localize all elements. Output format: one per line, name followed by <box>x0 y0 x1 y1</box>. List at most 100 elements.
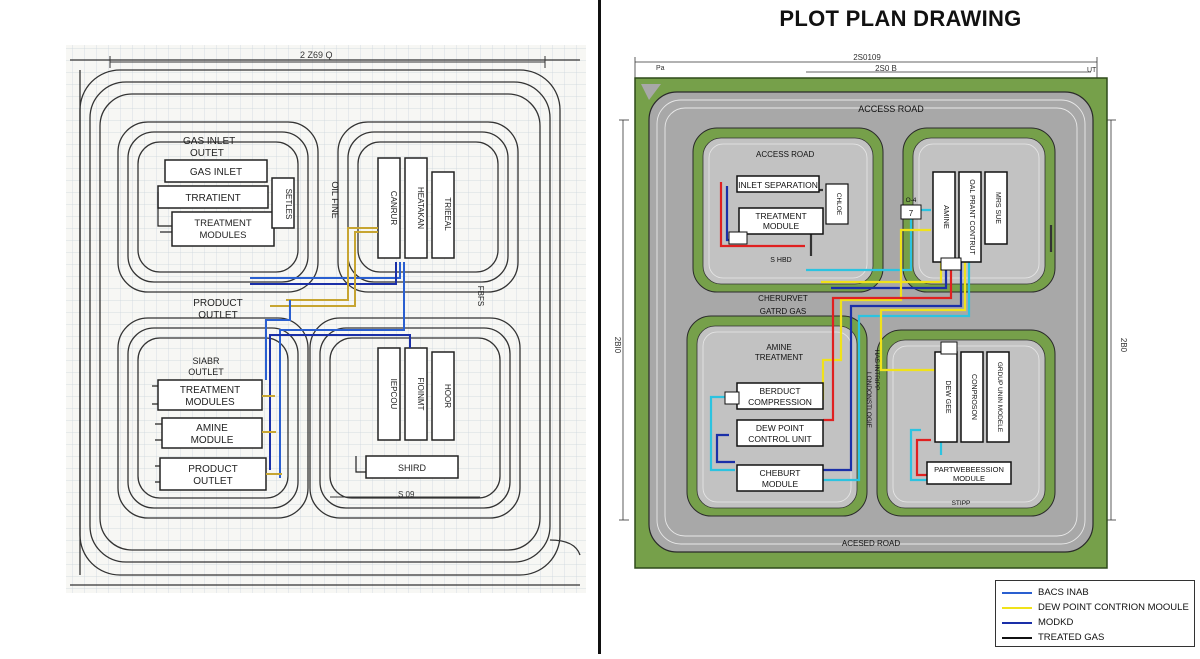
sketch-drawing: 2 Z69 Q S 09 <box>66 45 586 593</box>
conproson-label: CONPROSON <box>970 374 977 420</box>
sketch-tower-label-4: FBFS <box>476 286 485 306</box>
sketch-label-gas-inlet-1: GAS INLET <box>183 136 235 147</box>
plot-plan-drawing: 2S0109 2S0 B Pa UT 2BI0 2B0 ACCESS ROAD … <box>613 53 1128 569</box>
pad-inner-lines <box>702 143 1040 503</box>
plan-dim-small-left: Pa <box>656 65 665 72</box>
sketch-label-shird: SHIRD <box>398 463 427 473</box>
inlet-separation-box <box>736 175 820 193</box>
sketch-label-treatment-2: TREATMENT <box>180 385 240 396</box>
cheburt-module-box <box>736 464 824 492</box>
plan-dim-left: 2BI0 <box>613 337 622 354</box>
gated-gas-label: GATRD GAS <box>760 307 807 316</box>
treatment-module-label-2: MODULE <box>763 221 800 231</box>
treatment-module-box <box>738 207 824 235</box>
partwebeession-label-2: MODULE <box>953 474 985 483</box>
compression-label-2: COMPRESSION <box>748 397 812 407</box>
pump-box-nw <box>728 231 748 245</box>
sketch-label-product: PRODUCT <box>193 298 242 309</box>
cheburt-label-2: MODULE <box>762 479 799 489</box>
dew-point-box <box>736 419 824 447</box>
page-title: PLOT PLAN DRAWING <box>779 6 1022 31</box>
legend-label: DEW POINT CONTRION MOOULE <box>1038 602 1189 613</box>
legend-swatch <box>1002 591 1032 594</box>
cherurvet-label: CHERURVET <box>758 294 808 303</box>
cheburt-label-1: CHEBURT <box>760 468 801 478</box>
legend-item: MODKD <box>1002 615 1188 630</box>
small-vessel-label: CHLOE <box>835 193 842 216</box>
legend-label: BACS INAB <box>1038 587 1089 598</box>
dew-point-label-1: DEW POINT <box>756 423 804 433</box>
column-cap-box <box>940 341 958 355</box>
sketch-dim-top: 2 Z69 Q <box>300 50 333 60</box>
sketch-tower-label-5: IEPCOU <box>389 379 398 410</box>
sketch-label-product-2: PRODUCT <box>188 464 237 475</box>
group-unin-column <box>986 351 1010 443</box>
legend-swatch <box>1002 606 1032 609</box>
quadrant-se-equipment <box>926 341 1012 485</box>
dew-point-label-2: CONTROL UNIT <box>748 434 811 444</box>
pump-box-sw <box>724 391 740 405</box>
compression-box <box>736 382 824 410</box>
sketch-tower-label-3: TRIEEAL <box>443 197 452 231</box>
sketch-tower-label-6: FIOINMT <box>416 378 425 411</box>
legend-swatch <box>1002 621 1032 624</box>
plan-dim-top: 2S0109 <box>853 53 881 62</box>
sketch-label-outet: OUTET <box>190 148 224 159</box>
partwebeession-box <box>926 461 1012 485</box>
mrs-sue-column-label: MRS SUE <box>994 192 1001 224</box>
sketch-label-setles: SETLES <box>284 189 293 220</box>
group-unin-label: GRDUP UNIN MODELE <box>996 362 1003 433</box>
amine-column-label: AMINE <box>942 205 951 229</box>
partwebeession-label-1: PARTWEBEESSION <box>934 465 1004 474</box>
tag-7: 7 <box>909 209 914 218</box>
sketch-grid <box>66 45 586 593</box>
sketch-label-outlet: OUTLET <box>198 310 237 321</box>
treatment-module-label-1: TREATMENT <box>755 211 806 221</box>
sketch-label-oil-fine: OIL FINE <box>330 181 340 218</box>
sketch-equipment-stubs <box>152 192 366 483</box>
sketch-tower-label-1: CANRUR <box>389 191 398 225</box>
sketch-pipes <box>250 227 411 478</box>
sketch-tower-label-2: HEATAKAN <box>416 187 425 229</box>
sketch-dimension-lines <box>109 56 546 498</box>
tag-04: O-4 <box>906 197 917 204</box>
legend-item: TREATED GAS <box>1002 630 1188 645</box>
oal-plant-column-label: OAL PRANT CONTRUT <box>968 179 975 255</box>
sketch-road-outlines <box>70 59 581 586</box>
mrs-sue-column <box>984 171 1008 245</box>
sketch-label-treatment: TREATMENT <box>194 218 252 229</box>
sketch-label-amine: AMINE <box>196 423 228 434</box>
tag-box-7 <box>900 204 922 220</box>
panel-divider <box>598 0 601 654</box>
road-corner-nw <box>641 84 661 100</box>
legend-swatch <box>1002 636 1032 639</box>
sketch-label-outlet-2: OUTLET <box>193 476 232 487</box>
quadrant-sw-equipment <box>724 382 824 492</box>
amine-treatment-label-1: AMINE <box>766 343 791 352</box>
road-lane-lines <box>656 99 1086 545</box>
access-road-inner-label: ACCESS ROAD <box>756 150 814 159</box>
sketch-dim-bottom: S 09 <box>398 490 415 499</box>
plan-dim-top-2: 2S0 B <box>875 64 897 73</box>
legend-item: BACS INAB <box>1002 585 1188 600</box>
sketch-panel: 2 Z69 Q S 09 <box>0 0 598 654</box>
access-road-top-label: ACCESS ROAD <box>858 104 924 114</box>
sketch-label-amine-module: MODULE <box>191 435 234 446</box>
vert-label-2: HAS INTRIPP <box>873 350 880 391</box>
stipp-label: STIPP <box>952 500 971 507</box>
vert-label-1: LONDONSTLOGIE <box>865 372 872 429</box>
sketch-tower-label-7: HOOR <box>443 384 452 408</box>
manifold-box <box>940 257 962 271</box>
access-road-bottom-label: ACESED ROAD <box>842 539 900 548</box>
sketch-label-siabr-outlet: OUTLET <box>188 367 224 377</box>
plan-dim-small-right: UT <box>1087 67 1097 74</box>
sketch-label-modules-2: MODULES <box>185 397 235 408</box>
legend-item: DEW POINT CONTRION MOOULE <box>1002 600 1189 615</box>
sketch-label-trratient: TRRATIENT <box>185 193 240 204</box>
sketch-label-gas-inlet: GAS INLET <box>190 167 242 178</box>
quadrant-ne-equipment <box>900 171 1008 271</box>
conproson-column <box>960 351 984 443</box>
oal-plant-column <box>958 171 982 263</box>
dew-gee-label: DEW GEE <box>944 380 951 413</box>
